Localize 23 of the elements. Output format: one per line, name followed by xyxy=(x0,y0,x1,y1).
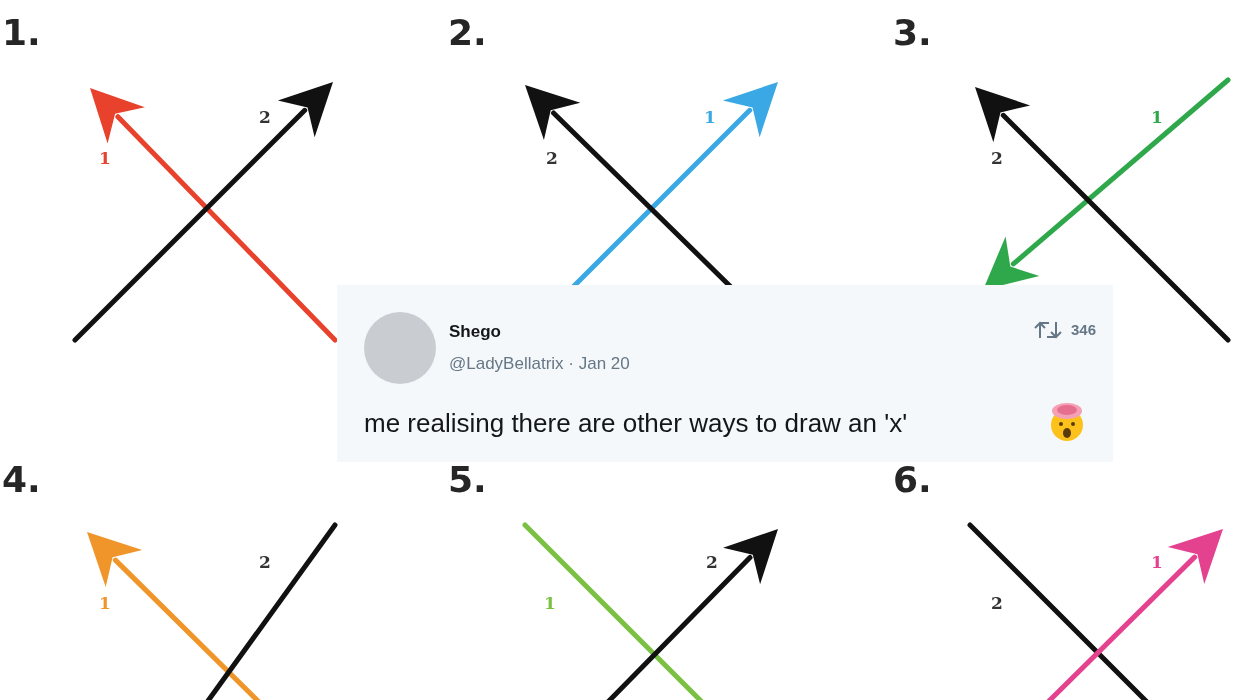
panel-number: 3. xyxy=(893,15,932,51)
panel-number: 2. xyxy=(448,15,487,51)
tweet-text: me realising there are other ways to draw an 'x' xyxy=(364,408,908,439)
stroke-number: 1 xyxy=(704,108,716,126)
stroke-number: 2 xyxy=(259,553,271,571)
tweet-card xyxy=(337,285,1113,462)
user-name: Shego xyxy=(449,322,501,342)
stroke-number: 1 xyxy=(1151,553,1163,571)
stroke-number: 1 xyxy=(1151,108,1163,126)
panel-number: 1. xyxy=(2,15,41,51)
stroke-number: 2 xyxy=(546,149,558,167)
stroke-number: 1 xyxy=(544,594,556,612)
panel-number: 6. xyxy=(893,462,932,498)
stroke-number: 2 xyxy=(991,594,1003,612)
stroke-number: 1 xyxy=(99,594,111,612)
retweet-count: 346 xyxy=(1071,321,1097,338)
stroke-number: 1 xyxy=(99,149,111,167)
user-handle: @LadyBellatrix · Jan 20 xyxy=(449,354,630,374)
stroke-number: 2 xyxy=(706,553,718,571)
stroke-number: 2 xyxy=(991,149,1003,167)
panel-number: 5. xyxy=(448,462,487,498)
stroke-number: 2 xyxy=(259,108,271,126)
panel-number: 4. xyxy=(2,462,41,498)
